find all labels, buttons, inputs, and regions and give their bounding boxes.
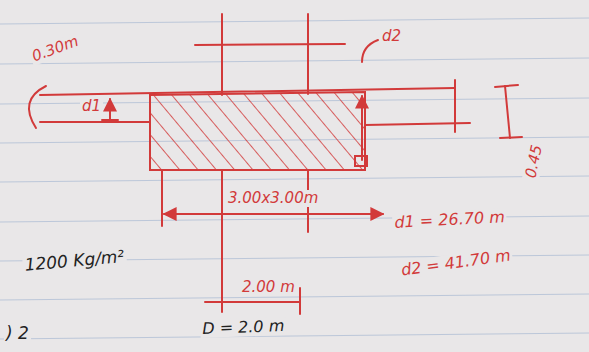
dimension-label: 3.00x3.00m xyxy=(226,190,320,207)
footing-drawing xyxy=(29,14,522,314)
dimension-label: D = 2.0 m xyxy=(200,317,287,338)
item-number: ) 2 xyxy=(4,324,31,344)
depth-symbol: d1 xyxy=(80,98,103,115)
ruled-lines xyxy=(0,18,589,339)
depth-symbol: d2 xyxy=(380,28,403,45)
dimension-label: 2.00 m xyxy=(240,279,297,296)
